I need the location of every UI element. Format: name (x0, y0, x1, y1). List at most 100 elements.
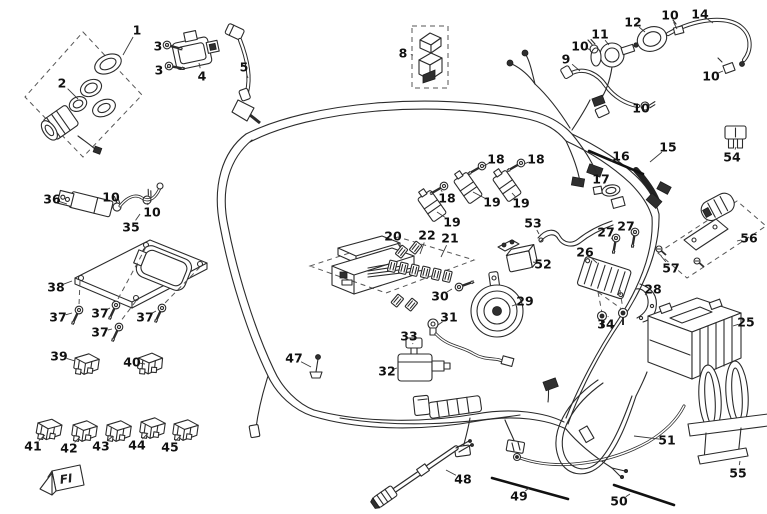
blade-fuse (724, 125, 747, 149)
leader-line (630, 232, 634, 236)
leader-line (524, 487, 530, 492)
leader-line (718, 70, 724, 74)
leader-line (122, 36, 134, 56)
rubber-strap-55 (687, 360, 767, 465)
leader-line (571, 63, 581, 72)
leader-line (66, 357, 76, 362)
leader-line (511, 303, 518, 307)
leader-line (175, 434, 182, 442)
cable-tie-49 (490, 476, 570, 501)
fi-decal: FI (39, 464, 85, 496)
part-number-label: 43 (92, 438, 110, 454)
part-number-label: 49 (510, 488, 528, 504)
leader-line (65, 312, 73, 316)
leader-line (523, 161, 529, 165)
bracket-53 (537, 220, 614, 247)
part-number-label: 48 (454, 471, 472, 487)
part-number-label: 10 (632, 100, 650, 116)
battery (647, 297, 742, 380)
leader-line (198, 62, 201, 69)
leader-line (736, 239, 742, 242)
part-number-label: 26 (576, 244, 594, 260)
leader-line (246, 74, 249, 79)
part-number-label: 10 (102, 189, 120, 205)
bolt-30 (452, 276, 477, 294)
part-number-label: 40 (123, 354, 141, 370)
leader-line (300, 361, 312, 368)
sensor-31 (427, 318, 515, 367)
wiring-harness (216, 49, 672, 479)
part-number-label: 10 (143, 204, 161, 220)
part-number-label: 17 (592, 171, 610, 187)
part-number-label: 30 (431, 288, 449, 304)
relay-part8 (411, 25, 449, 89)
leader-line (106, 435, 114, 442)
part-number-label: 33 (400, 328, 418, 344)
part-number-label: 21 (441, 230, 459, 246)
part-number-label: 10 (571, 38, 589, 54)
cable-tie-16 (587, 149, 645, 176)
part-number-label: 10 (702, 68, 720, 84)
leader-line (67, 88, 79, 100)
leader-line (139, 362, 146, 365)
rubber-mounts-34 (596, 307, 629, 328)
part-number-label: 3 (154, 62, 164, 78)
accessory-socket-assembly (24, 31, 143, 158)
part-number-label: 37 (91, 305, 109, 321)
part-number-label: 37 (49, 309, 67, 325)
leader-line (734, 146, 737, 150)
part-number-label: 38 (47, 279, 65, 295)
part-number-label: 2 (57, 75, 67, 91)
leader-line (436, 211, 446, 218)
part-number-label: 28 (644, 281, 662, 297)
leader-line (587, 48, 592, 51)
part-number-label: 44 (128, 437, 146, 453)
leader-line (437, 321, 443, 326)
part-number-label: 3 (153, 38, 163, 54)
leader-line (644, 293, 647, 296)
part-number-label: 35 (122, 219, 140, 235)
part-number-label: 51 (658, 432, 676, 448)
part-number-label: 53 (524, 215, 542, 231)
sensor-cable-48 (370, 439, 474, 509)
part-number-label: 56 (740, 230, 758, 246)
leader-line (446, 288, 453, 293)
part-number-label: 37 (136, 309, 154, 325)
battery-cables-51 (555, 371, 648, 475)
part-number-label: 31 (440, 309, 458, 325)
leader-line (590, 257, 598, 264)
spark-plug-wire (224, 23, 261, 125)
part-number-label: 12 (624, 14, 642, 30)
part-number-label: 50 (610, 493, 628, 509)
part-number-label: 41 (24, 438, 42, 454)
leader-line (732, 323, 739, 327)
leader-line (706, 18, 714, 24)
rectifier (576, 226, 641, 314)
part-number-label: 29 (516, 293, 534, 309)
leader-line (638, 26, 646, 33)
leader-line (738, 460, 741, 466)
leader-line (106, 307, 111, 310)
leader-line (483, 162, 490, 167)
part-number-label: 1 (132, 22, 142, 38)
flasher-relay (497, 239, 538, 273)
ground-cable (512, 404, 686, 467)
leader-line (394, 367, 398, 370)
leader-line (135, 213, 141, 221)
part-number-label: 9 (561, 51, 571, 67)
part-number-label: 22 (418, 227, 436, 243)
leader-line (536, 229, 540, 235)
fuse-box-assembly (308, 235, 476, 312)
part-number-label: 47 (285, 350, 303, 366)
part-number-label: 19 (483, 194, 501, 210)
fi-decal-text: FI (59, 471, 74, 487)
leader-line (440, 189, 443, 192)
part-number-label: 19 (443, 214, 461, 230)
part-number-label: 5 (239, 59, 249, 75)
leader-line (107, 328, 113, 331)
leader-line (146, 202, 149, 206)
leader-line (511, 192, 516, 198)
leader-line (38, 434, 46, 441)
